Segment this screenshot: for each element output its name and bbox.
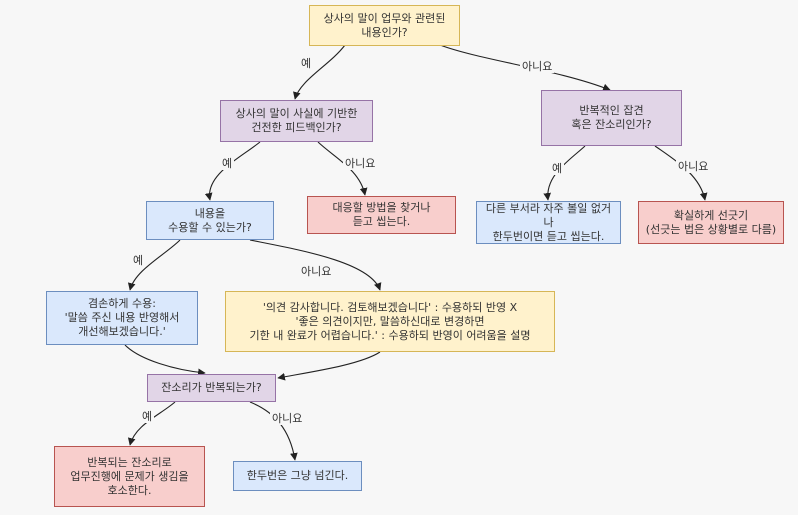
- edge-label-no: 아니요: [270, 412, 305, 425]
- action-draw-line: 확실하게 선긋기 (선긋는 법은 상황별로 다름): [638, 201, 784, 244]
- edge-label-yes: 예: [131, 254, 146, 267]
- edge-explain-q5: [277, 351, 381, 381]
- edge-label-no: 아니요: [520, 60, 555, 73]
- question-valid-feedback: 상사의 말이 사실에 기반한 건전한 피드백인가?: [220, 100, 373, 142]
- edge-q1-q2: [293, 44, 346, 100]
- action-accept-humbly: 겸손하게 수용: '말씀 주신 내용 반영해서 개선해보겠습니다.': [46, 291, 198, 345]
- edge-label-no: 아니요: [299, 265, 334, 278]
- action-listen-ignore: 다른 부서라 자주 볼일 없거나 한두번이면 듣고 씹는다.: [476, 201, 621, 244]
- edge-q4-accept: [127, 239, 181, 291]
- edge-label-yes: 예: [550, 162, 565, 175]
- edge-label-no: 아니요: [676, 160, 711, 173]
- edge-label-yes: 예: [220, 157, 235, 170]
- action-find-response: 대응할 방법을 찾거나 듣고 씹는다.: [307, 196, 456, 234]
- question-work-related: 상사의 말이 업무와 관련된 내용인가?: [309, 5, 460, 46]
- question-repetitive-nagging: 반복적인 잡견 혹은 잔소리인가?: [541, 90, 682, 146]
- action-explain-response: '의견 감사합니다. 검토해보겠습니다' : 수용하되 반영 X '좋은 의견이…: [225, 291, 555, 352]
- question-acceptable: 내용을 수용할 수 있는가?: [146, 201, 274, 240]
- edge-label-yes: 예: [140, 410, 155, 423]
- edge-q2-q4: [204, 141, 261, 201]
- edge-q5-problem: [127, 401, 176, 446]
- edge-accept-q5: [124, 344, 206, 377]
- action-report-problem: 반복되는 잔소리로 업무진행에 문제가 생김을 호소한다.: [54, 446, 205, 507]
- edge-q3-drawline: [654, 145, 708, 201]
- action-let-pass: 한두번은 그냥 넘긴다.: [233, 461, 362, 491]
- edge-label-no: 아니요: [343, 157, 378, 170]
- question-nagging-repeats: 잔소리가 반복되는가?: [147, 374, 276, 402]
- edge-label-yes: 예: [299, 57, 314, 70]
- edge-q4-explain: [249, 239, 382, 291]
- edge-q5-pass: [249, 401, 298, 461]
